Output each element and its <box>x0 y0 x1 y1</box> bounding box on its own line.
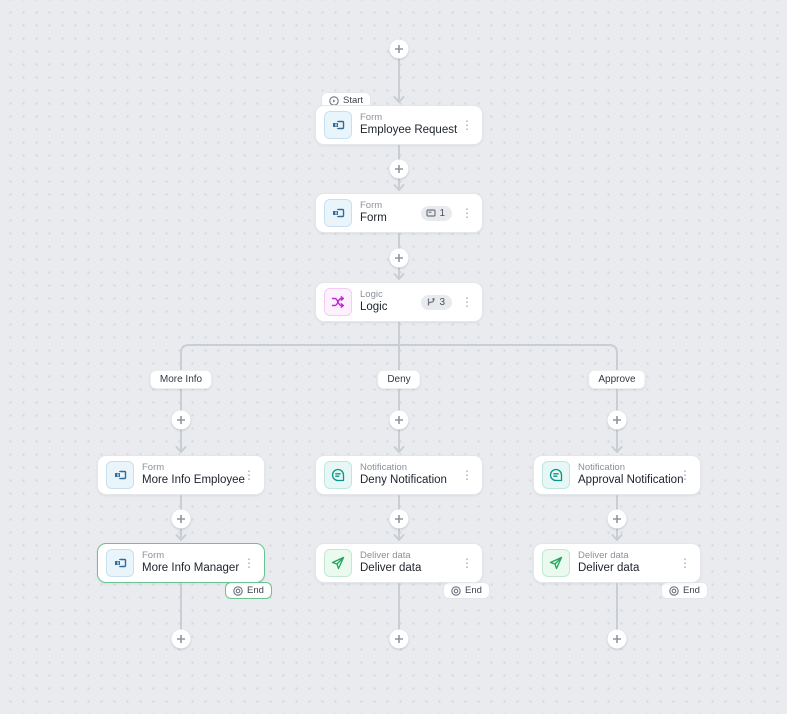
node-type-label: Deliver data <box>360 549 411 561</box>
add-step-button[interactable] <box>389 629 409 649</box>
node-deliver-data-deny[interactable]: Deliver data Deliver data ⋮ <box>315 543 483 583</box>
node-logic[interactable]: Logic Logic 3 ⋮ <box>315 282 483 322</box>
kebab-menu-icon[interactable]: ⋮ <box>461 295 473 309</box>
add-step-button[interactable] <box>607 410 627 430</box>
node-title: Logic <box>360 300 388 313</box>
notification-message-icon <box>542 461 570 489</box>
add-step-button[interactable] <box>389 509 409 529</box>
kebab-menu-icon[interactable]: ⋮ <box>243 468 255 482</box>
add-step-button[interactable] <box>607 509 627 529</box>
form-count-badge: 1 <box>421 205 452 221</box>
node-type-label: Deliver data <box>578 549 629 561</box>
branch-mini-icon <box>428 298 436 306</box>
add-step-button[interactable] <box>171 629 191 649</box>
send-icon <box>324 549 352 577</box>
form-icon <box>324 111 352 139</box>
kebab-menu-icon[interactable]: ⋮ <box>461 556 473 570</box>
end-badge: End <box>443 582 490 599</box>
play-circle-icon <box>329 95 339 106</box>
node-more-info-manager[interactable]: Form More Info Manager ⋮ <box>97 543 265 583</box>
branch-label-deny[interactable]: Deny <box>377 370 421 389</box>
end-badge: End <box>225 582 272 599</box>
kebab-menu-icon[interactable]: ⋮ <box>461 468 473 482</box>
add-step-button[interactable] <box>171 509 191 529</box>
circle-dot-icon <box>669 585 679 596</box>
form-count: 1 <box>439 207 445 219</box>
kebab-menu-icon[interactable]: ⋮ <box>679 468 691 482</box>
send-icon <box>542 549 570 577</box>
kebab-menu-icon[interactable]: ⋮ <box>243 556 255 570</box>
node-deny-notification[interactable]: Notification Deny Notification ⋮ <box>315 455 483 495</box>
add-step-button[interactable] <box>389 248 409 268</box>
add-step-button[interactable] <box>171 410 191 430</box>
kebab-menu-icon[interactable]: ⋮ <box>461 118 473 132</box>
node-title: More Info Employee <box>142 473 245 486</box>
add-step-button[interactable] <box>389 39 409 59</box>
circle-dot-icon <box>233 585 243 596</box>
node-type-label: Logic <box>360 288 383 300</box>
logic-shuffle-icon <box>324 288 352 316</box>
node-approval-notification[interactable]: Notification Approval Notification ⋮ <box>533 455 701 495</box>
add-step-button[interactable] <box>607 629 627 649</box>
branch-label-approve[interactable]: Approve <box>588 370 646 389</box>
branch-count-badge: 3 <box>421 294 452 310</box>
node-type-label: Form <box>142 549 165 561</box>
form-icon <box>106 549 134 577</box>
node-title: Employee Request <box>360 123 458 136</box>
node-more-info-employee[interactable]: Form More Info Employee ⋮ <box>97 455 265 495</box>
node-deliver-data-approve[interactable]: Deliver data Deliver data ⋮ <box>533 543 701 583</box>
node-title: Deliver data <box>360 561 422 574</box>
kebab-menu-icon[interactable]: ⋮ <box>679 556 691 570</box>
node-title: More Info Manager <box>142 561 240 574</box>
circle-dot-icon <box>451 585 461 596</box>
end-badge-label: End <box>247 585 264 596</box>
notification-message-icon <box>324 461 352 489</box>
branch-count: 3 <box>439 296 445 308</box>
form-icon <box>106 461 134 489</box>
node-type-label: Form <box>360 199 383 211</box>
start-badge-label: Start <box>343 95 364 106</box>
branch-label-more-info[interactable]: More Info <box>149 370 213 389</box>
node-type-label: Notification <box>578 461 625 473</box>
end-badge: End <box>661 582 708 599</box>
end-badge-label: End <box>683 585 700 596</box>
node-title: Form <box>360 211 387 224</box>
kebab-menu-icon[interactable]: ⋮ <box>461 206 473 220</box>
node-form[interactable]: Form Form 1 ⋮ <box>315 193 483 233</box>
add-step-button[interactable] <box>389 159 409 179</box>
node-employee-request[interactable]: Form Employee Request ⋮ <box>315 105 483 145</box>
node-type-label: Notification <box>360 461 407 473</box>
node-title: Approval Notification <box>578 473 684 486</box>
node-title: Deny Notification <box>360 473 447 486</box>
form-mini-icon <box>426 209 437 217</box>
form-icon <box>324 199 352 227</box>
add-step-button[interactable] <box>389 410 409 430</box>
node-type-label: Form <box>360 111 383 123</box>
end-badge-label: End <box>465 585 482 596</box>
node-title: Deliver data <box>578 561 640 574</box>
node-type-label: Form <box>142 461 165 473</box>
